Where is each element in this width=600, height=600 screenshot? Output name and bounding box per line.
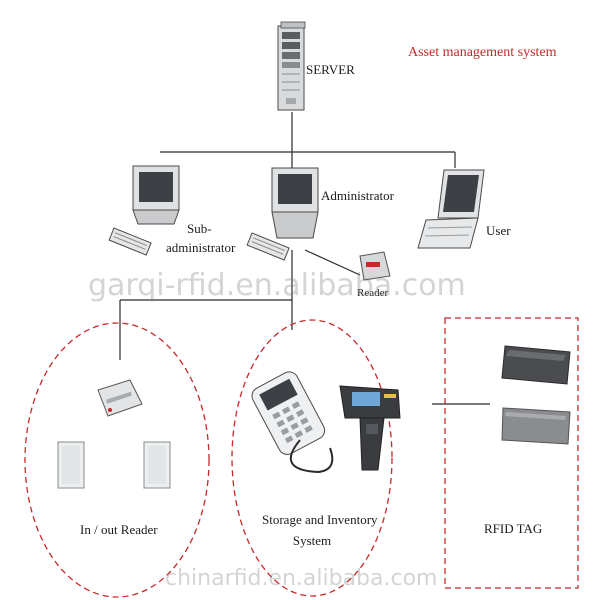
admin-to-reader-line <box>304 249 361 276</box>
storage-inventory-zone <box>231 319 393 597</box>
pistol-grip-scanner-icon <box>339 385 401 471</box>
antenna-panel-left-icon <box>57 441 85 489</box>
storage-label-line1: Storage and Inventory <box>262 512 378 527</box>
antenna-panel-right-icon <box>143 441 171 489</box>
administrator-label: Administrator <box>321 188 394 203</box>
watermark-bottom: chinarfid.en.alibaba.com <box>165 566 438 591</box>
user-label: User <box>486 223 511 238</box>
rfid-tag-bottom-icon <box>501 407 571 445</box>
sub-admin-label-line2: administrator <box>166 240 236 255</box>
sub-admin-computer-icon <box>108 165 180 256</box>
watermark-top: garqi-rfid.en.alibaba.com <box>88 268 466 303</box>
in-out-reader-zone <box>24 322 210 598</box>
storage-label-line2: System <box>292 533 332 548</box>
server-tower-icon <box>277 21 306 111</box>
in-out-reader-label: In / out Reader <box>80 522 158 537</box>
user-laptop-icon <box>417 169 485 249</box>
server-label: SERVER <box>306 62 355 77</box>
sub-admin-label-line1: Sub- <box>187 221 212 236</box>
handheld-terminal-icon <box>251 371 334 474</box>
reader-label: Reader <box>357 287 389 299</box>
administrator-computer-icon <box>246 167 319 261</box>
diagram-title: Asset management system <box>408 45 557 60</box>
reader-device-icon <box>359 251 391 281</box>
rfid-tag-top-icon <box>501 345 571 385</box>
rfid-tag-label: RFID TAG <box>484 521 543 536</box>
fixed-reader-controller-icon <box>97 379 143 417</box>
rfid-tag-zone <box>444 317 579 589</box>
connection-lines <box>119 112 490 405</box>
